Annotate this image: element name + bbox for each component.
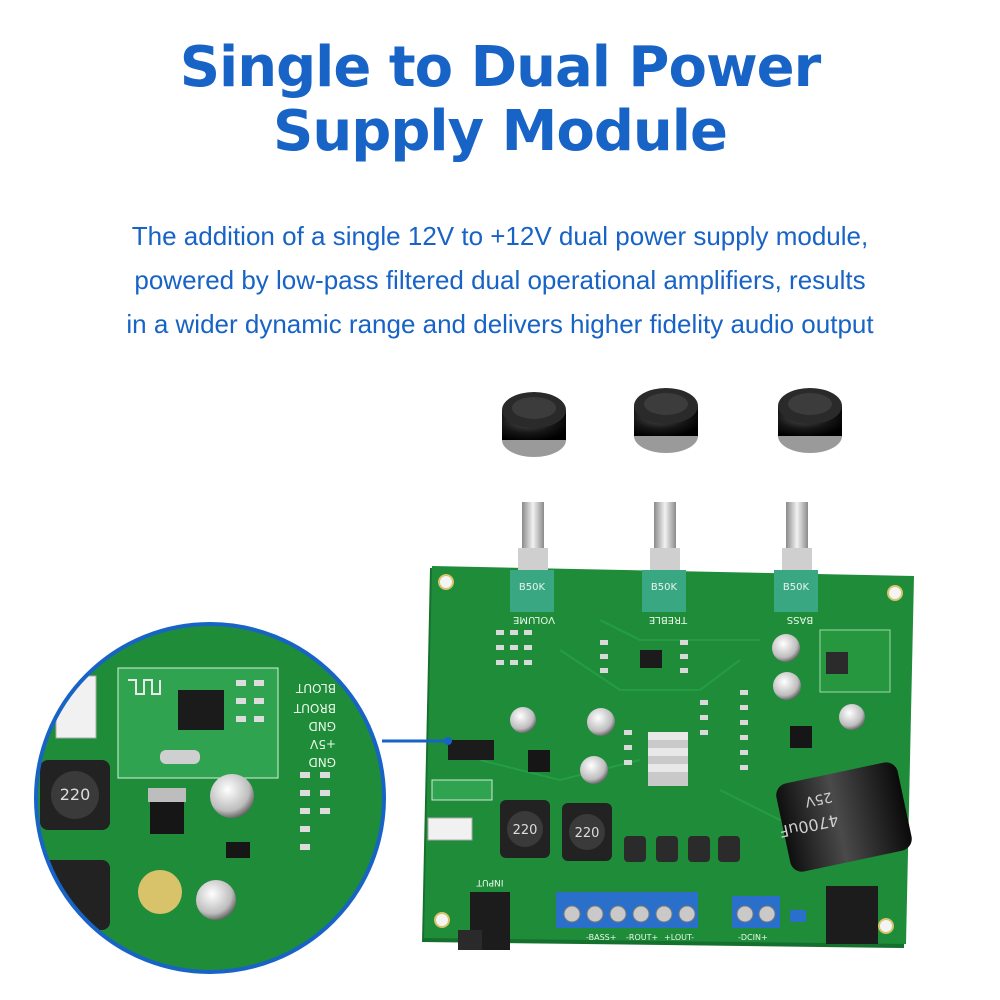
terminal-block-audio: [556, 892, 698, 928]
input-label: INPUT: [476, 877, 503, 887]
knob: [634, 388, 698, 453]
title-line-2: Supply Module: [273, 99, 728, 164]
title-line-1: Single to Dual Power: [179, 35, 822, 100]
capacitor-4700uf: 25V 4700uF: [776, 762, 912, 872]
detail-label: BROUT: [293, 701, 336, 715]
capacitor-voltage: 25V: [803, 788, 834, 809]
pot-code-volume: B50K: [519, 582, 546, 593]
description: The addition of a single 12V to +12V dua…: [30, 214, 970, 346]
inductor: 220: [562, 803, 612, 861]
terminal-block-dcin: [732, 896, 780, 928]
description-line-2: powered by low-pass filtered dual operat…: [134, 265, 866, 295]
page-title: Single to Dual Power Supply Module: [0, 36, 1000, 164]
pcb-board: B50K VOLUME B50K TREBLE B50K BASS: [422, 502, 914, 950]
inductor-value: 220: [575, 826, 600, 841]
inductor: 220: [500, 800, 550, 858]
terminal-label: -BASS+: [586, 933, 616, 942]
description-line-1: The addition of a single 12V to +12V dua…: [131, 221, 869, 251]
detail-inductor-value: 220: [60, 785, 91, 804]
pot-label-volume: VOLUME: [513, 614, 555, 625]
knob-group: [502, 388, 842, 457]
potentiometer-volume: B50K VOLUME: [510, 502, 555, 625]
pot-label-bass: BASS: [787, 614, 813, 625]
terminal-label: -ROUT+: [626, 933, 658, 942]
pot-code-treble: B50K: [651, 582, 678, 593]
knob: [778, 388, 842, 453]
detail-label: +5V: [309, 737, 336, 751]
description-line-3: in a wider dynamic range and delivers hi…: [126, 309, 874, 339]
potentiometer-treble: B50K TREBLE: [642, 502, 688, 625]
pot-code-bass: B50K: [783, 582, 810, 593]
terminal-label: +LOUT-: [664, 933, 694, 942]
pot-label-treble: TREBLE: [649, 614, 688, 625]
detail-label: GND: [308, 755, 336, 769]
terminal-label: -DCIN+: [738, 933, 768, 942]
inductor-value: 220: [513, 823, 538, 838]
potentiometer-bass: B50K BASS: [774, 502, 818, 625]
detail-magnifier: BLOUT BROUT GND +5V GND 220: [34, 622, 386, 974]
detail-label: BLOUT: [295, 681, 336, 695]
detail-label: GND: [308, 719, 336, 733]
knob: [502, 392, 566, 457]
